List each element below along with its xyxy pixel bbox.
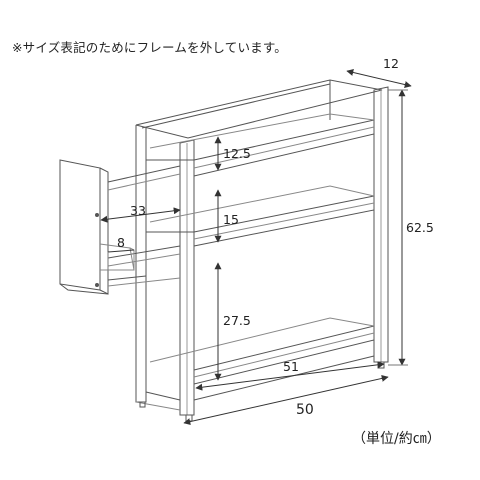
dim-gap-bottom-label: 27.5	[223, 313, 251, 328]
dim-side-height-line	[107, 249, 135, 253]
dim-depth-label: 12	[383, 56, 399, 71]
shelf-top	[193, 119, 375, 177]
dim-width-line	[183, 374, 389, 426]
dim-gap-top-label: 12.5	[223, 146, 251, 161]
dim-height-label: 62.5	[406, 220, 434, 235]
side-panel	[59, 159, 101, 291]
dim-side-depth-line	[100, 207, 181, 223]
unit-label: （単位/約㎝）	[352, 431, 441, 447]
dim-gap-middle-label: 15	[223, 212, 239, 227]
dim-side-depth-label: 33	[130, 203, 146, 218]
dimension-labels: 12 62.5 12.5 15 27.5 51 50 33 8	[117, 56, 434, 418]
front-right-post	[373, 86, 389, 363]
rack-frame	[59, 79, 389, 422]
dim-width-label: 50	[296, 402, 314, 418]
dim-side-height-label: 8	[117, 235, 125, 250]
dim-inner-width-label: 51	[283, 359, 299, 374]
dimension-lines	[100, 69, 412, 426]
note-text: ※サイズ表記のためにフレームを外しています。	[12, 40, 287, 55]
shelf-middle	[193, 195, 375, 247]
dim-depth-line	[346, 69, 412, 88]
